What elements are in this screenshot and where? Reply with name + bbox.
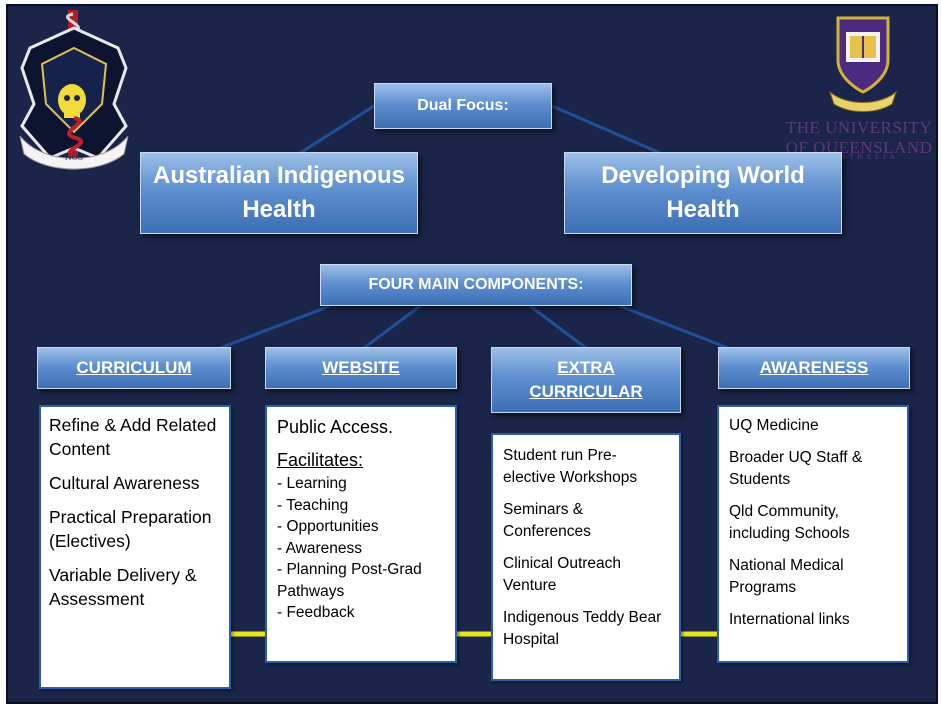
- component-extra-curricular: EXTRA CURRICULAR: [491, 347, 681, 413]
- list-item: Qld Community, including Schools: [729, 503, 850, 542]
- list-item: Refine & Add Related Content: [49, 415, 217, 459]
- list-item: Clinical Outreach Venture: [503, 555, 622, 594]
- component-website-label: WEBSITE: [322, 358, 400, 377]
- component-website: WEBSITE: [265, 347, 457, 389]
- awareness-details: UQ Medicine Broader UQ Staff & Students …: [717, 405, 909, 663]
- uq-crest-logo: [828, 16, 898, 112]
- list-item: - Opportunities: [277, 518, 379, 535]
- list-item: Variable Delivery & Assessment: [49, 565, 197, 609]
- four-main-components-box: FOUR MAIN COMPONENTS:: [320, 264, 632, 306]
- list-item: International links: [729, 611, 850, 628]
- dual-focus-box: Dual Focus:: [374, 83, 552, 129]
- four-components-label: FOUR MAIN COMPONENTS:: [368, 276, 584, 293]
- list-item: - Awareness: [277, 539, 363, 557]
- list-item: Broader UQ Staff & Students: [729, 449, 863, 488]
- focus-left-label: Australian Indigenous Health: [152, 162, 406, 223]
- list-item: Seminars & Conferences: [503, 501, 591, 540]
- focus-australian-indigenous-health: Australian Indigenous Health: [140, 152, 418, 234]
- extra-curricular-details: Student run Pre-elective Workshops Semin…: [491, 433, 681, 681]
- connector-four-c3: [529, 304, 587, 350]
- uq-country: AUSTRALIA: [823, 153, 899, 161]
- connector-four-c4: [619, 304, 729, 350]
- list-item: Indigenous Teddy Bear Hospital: [503, 609, 662, 648]
- crest-motto: NOS: [65, 152, 83, 162]
- list-item: - Learning: [277, 475, 347, 492]
- component-curriculum-label: CURRICULUM: [76, 358, 192, 377]
- list-item: - Planning Post-Grad Pathways: [277, 561, 422, 600]
- list-item: UQ Medicine: [729, 417, 819, 434]
- connector-dual-left: [299, 104, 375, 155]
- list-item: Cultural Awareness: [49, 473, 200, 493]
- connector-four-c1: [219, 304, 331, 350]
- medical-society-crest-logo: NOS: [19, 10, 129, 170]
- focus-right-label: Developing World Health: [601, 162, 805, 223]
- connector-dual-right: [551, 104, 661, 155]
- component-curriculum: CURRICULUM: [37, 347, 231, 389]
- list-item: National Medical Programs: [729, 557, 844, 596]
- list-item: - Teaching: [277, 496, 349, 514]
- website-public-access: Public Access.: [277, 417, 394, 437]
- component-awareness-label: AWARENESS: [759, 358, 869, 377]
- list-item: Practical Preparation (Electives): [49, 507, 212, 551]
- list-item: Student run Pre-elective Workshops: [503, 447, 638, 486]
- focus-developing-world-health: Developing World Health: [564, 152, 842, 234]
- component-awareness: AWARENESS: [718, 347, 910, 389]
- curriculum-details: Refine & Add Related Content Cultural Aw…: [39, 405, 231, 689]
- website-facilitates: Facilitates:: [277, 450, 364, 470]
- list-item: - Feedback: [277, 604, 355, 621]
- component-extra-curricular-label: EXTRA CURRICULAR: [529, 358, 643, 401]
- website-details: Public Access. Facilitates: - Learning -…: [265, 405, 457, 663]
- website-list: - Learning - Teaching - Opportunities - …: [277, 473, 445, 624]
- dual-focus-label: Dual Focus:: [417, 97, 509, 114]
- connector-four-c2: [363, 304, 421, 350]
